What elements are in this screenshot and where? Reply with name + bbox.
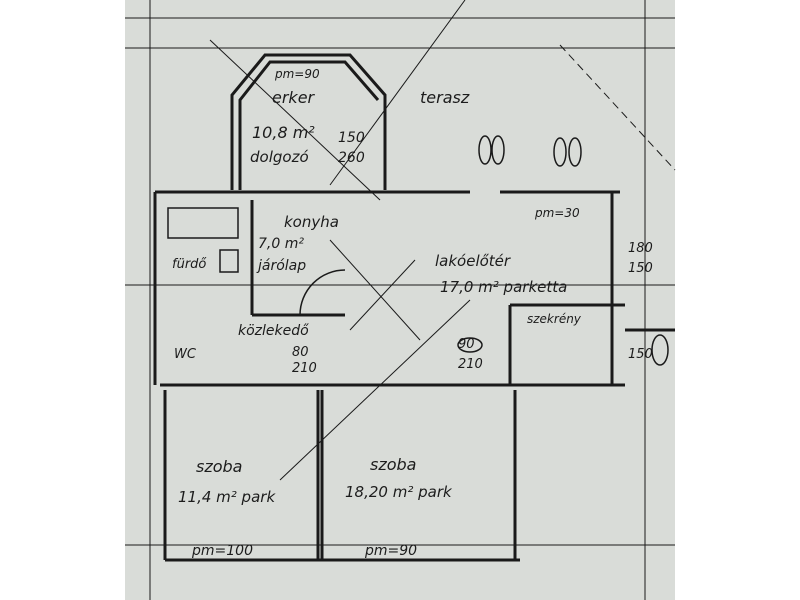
room1-pm-label: pm=100 [191,543,253,559]
room2-label: szoba [370,455,416,474]
door-swing [299,269,346,316]
bathroom-label: fürdő [172,257,207,272]
kitchen-label: konyha [284,213,339,231]
study-dim-bottom: 260 [338,150,365,166]
floor-plan-photo [125,0,675,600]
fixtures [167,135,669,366]
kitchen-floor-label: járólap [256,258,306,274]
room1-label: szoba [196,457,242,476]
bay-pm-label: pm=90 [274,67,320,81]
bathtub [167,207,239,239]
sink [219,249,239,273]
labels: pm=90 erker terasz 10,8 m² 150 dolgozó 2… [172,67,653,559]
study-floor-label: dolgozó [250,148,309,166]
construction-lines [125,0,676,600]
terrace-label: terasz [420,88,470,107]
living-door-top: 90 [458,337,475,352]
room1-area-label: 11,4 m² park [178,488,276,506]
bay-label: erker [272,88,316,107]
living-door-bottom: 210 [458,357,483,372]
study-area-label: 10,8 m² [252,123,315,142]
walls [153,53,675,562]
right-dim-3: 150 [628,347,653,362]
room2-area-label: 18,20 m² park [345,483,453,501]
hall-door-top: 80 [292,345,309,360]
closet-label: szekrény [527,312,582,326]
pm-right-label: pm=30 [534,206,580,220]
living-area-label: 17,0 m² parketta [440,278,567,296]
hall-door-bottom: 210 [292,361,317,376]
wc-label: WC [174,347,197,362]
hall-label: közlekedő [238,323,309,339]
kitchen-area-label: 7,0 m² [258,236,304,252]
study-dim-top: 150 [338,130,365,146]
room2-pm-label: pm=90 [364,543,417,559]
living-label: lakóelőtér [435,252,511,270]
right-dim-2: 150 [628,261,653,276]
right-dim-1: 180 [628,241,653,256]
